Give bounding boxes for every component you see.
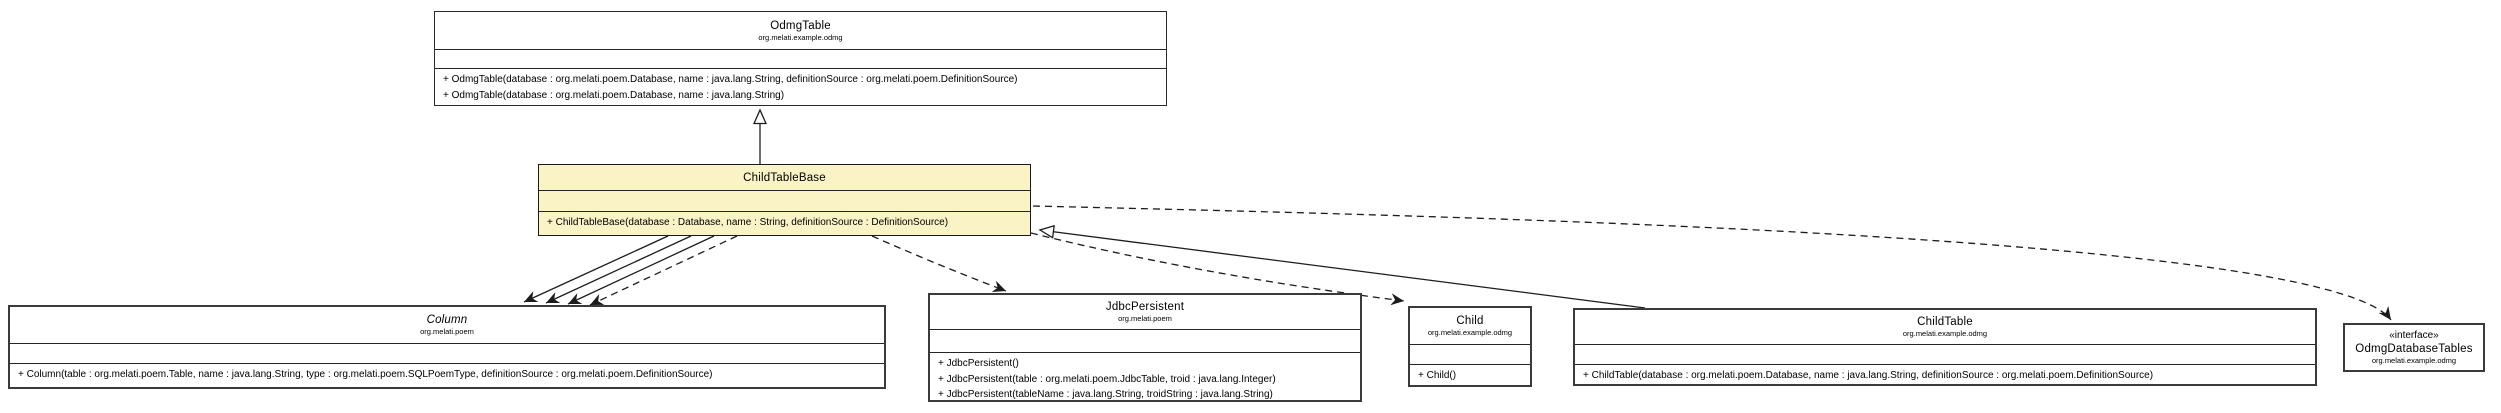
- class-odmgdatabasetables[interactable]: «interface» OdmgDatabaseTables org.melat…: [2343, 323, 2485, 372]
- edge-dependency-childtablebase-child: [1030, 232, 1405, 306]
- method-signature: + Column(table : org.melati.poem.Table, …: [18, 369, 713, 380]
- method-signature: + ChildTable(database : org.melati.poem.…: [1583, 370, 2154, 381]
- class-title-compartment: ChildTableBase: [539, 165, 1030, 190]
- class-jdbcpersistent[interactable]: JdbcPersistent org.melati.poem + JdbcPer…: [928, 293, 1362, 402]
- methods-compartment: + Column(table : org.melati.poem.Table, …: [10, 363, 884, 387]
- edge-navassoc-childtablebase-column-2: [545, 235, 692, 304]
- class-title-compartment: JdbcPersistent org.melati.poem: [930, 295, 1360, 329]
- edge-navassoc-childtablebase-column-1: [523, 235, 669, 303]
- edge-generalization-childtable-childtablebase: [1038, 224, 1646, 309]
- attributes-compartment: [435, 49, 1166, 68]
- attributes-compartment: [1575, 344, 2315, 364]
- method-signature: + Child(): [1418, 370, 1457, 381]
- class-package: org.melati.example.odmg: [1902, 329, 1988, 338]
- class-odmgtable[interactable]: OdmgTable org.melati.example.odmg + Odmg…: [434, 11, 1167, 106]
- class-package: org.melati.example.odmg: [2371, 355, 2457, 365]
- attributes-compartment: [539, 190, 1030, 211]
- methods-compartment: + Child(): [1410, 364, 1530, 385]
- method-signature: + JdbcPersistent(table : org.melati.poem…: [938, 373, 1276, 385]
- class-name: ChildTableBase: [743, 171, 826, 184]
- class-package: org.melati.example.odmg: [1427, 328, 1513, 337]
- class-name: Column: [426, 314, 468, 326]
- attributes-compartment: [10, 343, 884, 363]
- class-column[interactable]: Column org.melati.poem + Column(table : …: [8, 305, 886, 389]
- interface-stereotype: «interface»: [2389, 329, 2439, 341]
- methods-compartment: + JdbcPersistent() + JdbcPersistent(tabl…: [930, 352, 1360, 400]
- class-name: OdmgTable: [770, 19, 831, 32]
- edge-navassoc-childtablebase-column-3: [567, 235, 715, 305]
- class-package: org.melati.poem: [1118, 314, 1172, 323]
- class-name: OdmgDatabaseTables: [2355, 342, 2473, 355]
- class-title-compartment: OdmgTable org.melati.example.odmg: [435, 12, 1166, 49]
- class-package: org.melati.example.odmg: [758, 32, 843, 42]
- methods-compartment: + OdmgTable(database : org.melati.poem.D…: [435, 68, 1166, 105]
- methods-compartment: + ChildTable(database : org.melati.poem.…: [1575, 364, 2315, 384]
- class-name: JdbcPersistent: [1105, 301, 1185, 313]
- attributes-compartment: [930, 329, 1360, 352]
- class-childtable[interactable]: ChildTable org.melati.example.odmg + Chi…: [1573, 308, 2317, 386]
- class-package: org.melati.poem: [420, 327, 474, 336]
- class-name: ChildTable: [1917, 316, 1973, 328]
- edge-dependency-childtablebase-column: [589, 235, 738, 306]
- method-signature: + JdbcPersistent(tableName : java.lang.S…: [938, 389, 1273, 400]
- class-title-compartment: Column org.melati.poem: [10, 307, 884, 343]
- method-signature: + OdmgTable(database : org.melati.poem.D…: [443, 89, 785, 101]
- class-childtablebase[interactable]: ChildTableBase + ChildTableBase(database…: [538, 164, 1031, 236]
- method-signature: + ChildTableBase(database : Database, na…: [547, 217, 949, 228]
- method-signature: + JdbcPersistent(): [938, 358, 1019, 369]
- class-child[interactable]: Child org.melati.example.odmg + Child(): [1408, 306, 1532, 387]
- class-title-compartment: ChildTable org.melati.example.odmg: [1575, 310, 2315, 344]
- methods-compartment: + ChildTableBase(database : Database, na…: [539, 211, 1030, 235]
- edge-dependency-childtablebase-jdbcpersistent: [871, 235, 1007, 293]
- attributes-compartment: [1410, 344, 1530, 364]
- method-signature: + OdmgTable(database : org.melati.poem.D…: [443, 74, 1018, 85]
- class-title-compartment: Child org.melati.example.odmg: [1410, 308, 1530, 344]
- class-name: Child: [1456, 315, 1484, 327]
